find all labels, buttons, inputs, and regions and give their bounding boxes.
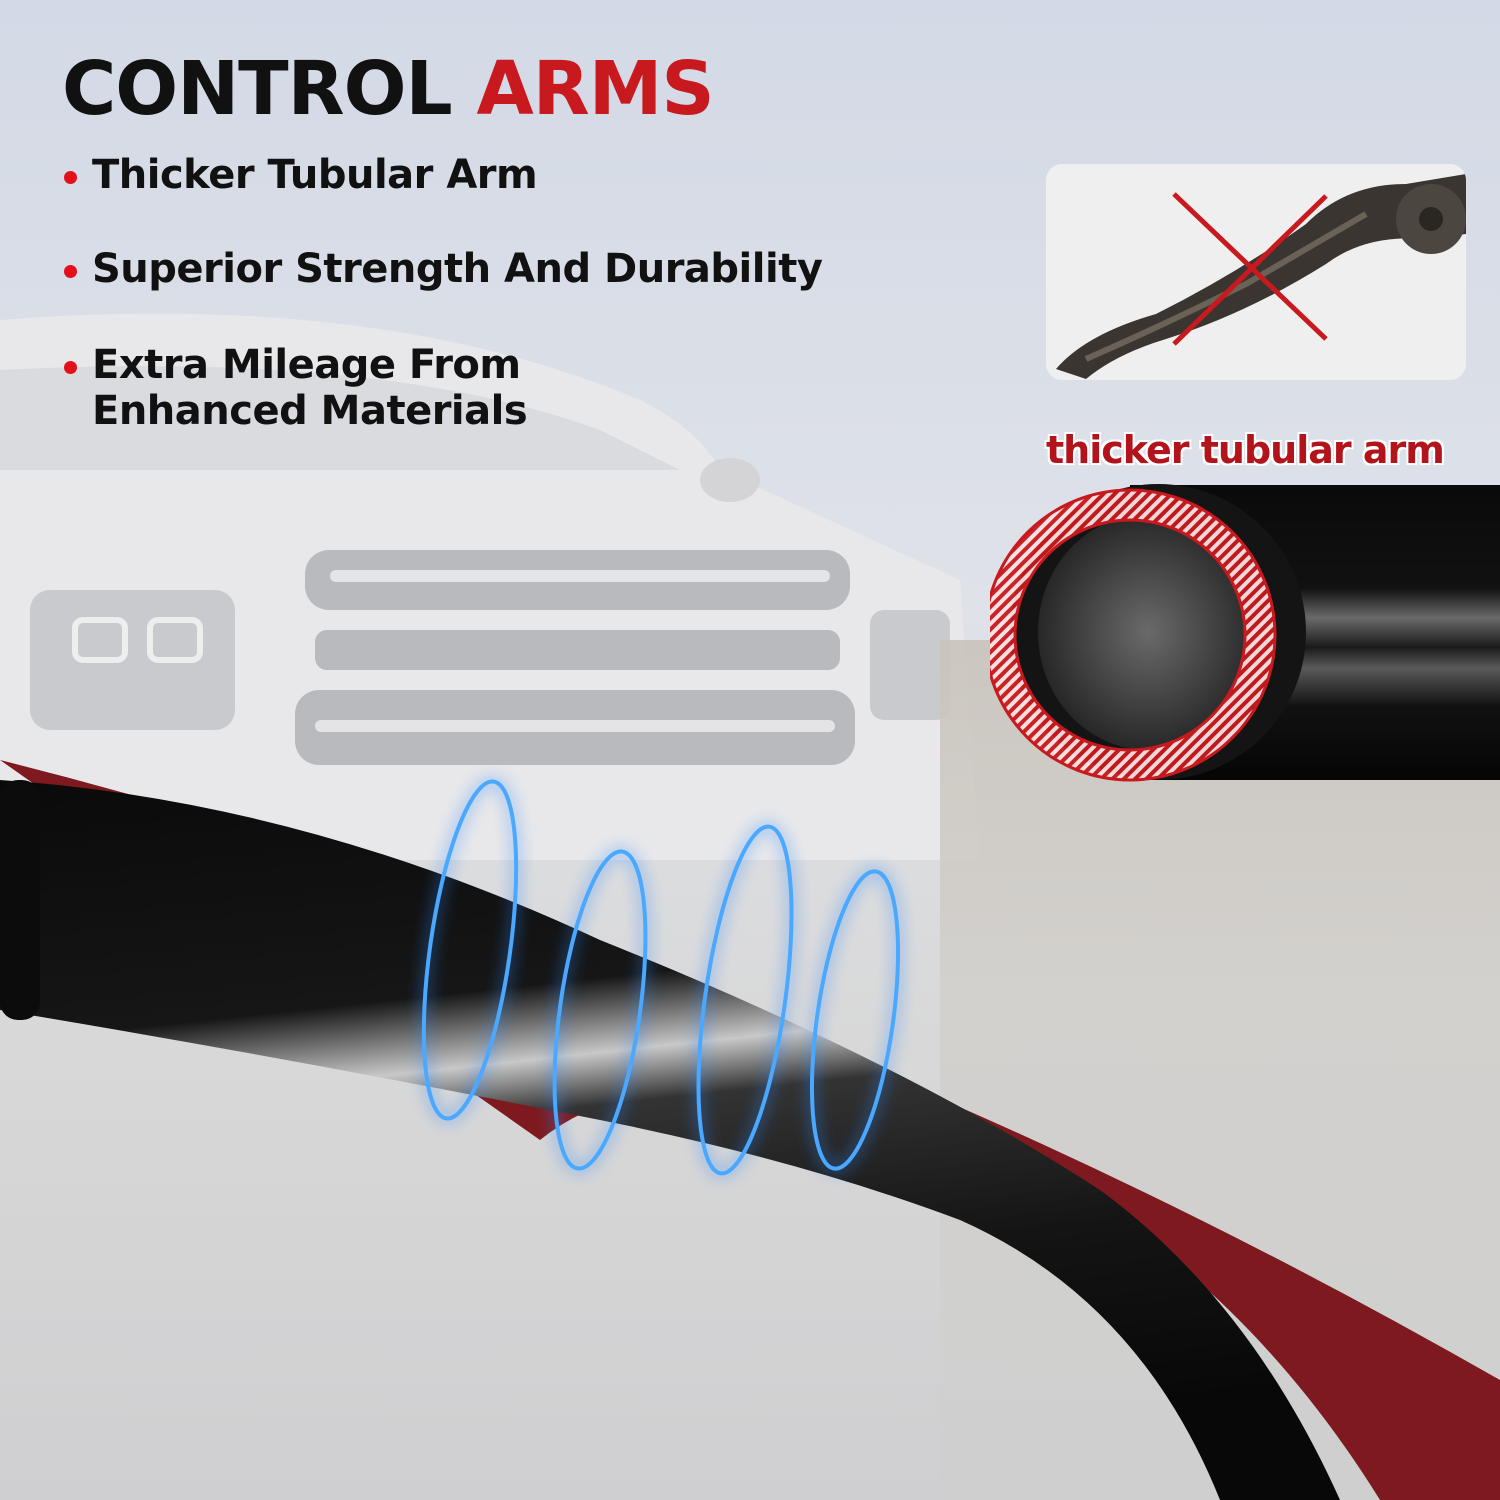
feature-item: Superior Strength And Durability: [62, 246, 892, 292]
old-part-card: [1046, 164, 1466, 380]
feature-item: Extra Mileage From Enhanced Materials: [62, 342, 892, 434]
strength-rings-icon: [421, 779, 901, 1176]
bullet-dot-icon: [64, 265, 77, 278]
tube-cross-section: [990, 484, 1500, 782]
headline-accent: ARMS: [476, 46, 714, 132]
feature-text: Thicker Tubular Arm: [92, 152, 538, 198]
bullet-dot-icon: [64, 171, 77, 184]
feature-text: Superior Strength And Durability: [92, 246, 823, 292]
feature-item: Thicker Tubular Arm: [62, 152, 892, 198]
wall-thickness-hatch-icon: [990, 488, 1277, 782]
truck-background: [0, 313, 980, 860]
cross-mark-icon: [1172, 192, 1328, 346]
bullet-dot-icon: [64, 361, 77, 374]
feature-text-line1: Extra Mileage From: [92, 342, 521, 388]
tubular-control-arm: [0, 780, 1340, 1500]
worn-arm-image: [1056, 174, 1466, 379]
headline-primary: CONTROL: [62, 46, 453, 132]
tubular-arm-label: thicker tubular arm: [1046, 428, 1445, 472]
feature-text-line2: Enhanced Materials: [92, 388, 528, 434]
headline: CONTROL ARMS: [62, 52, 715, 126]
